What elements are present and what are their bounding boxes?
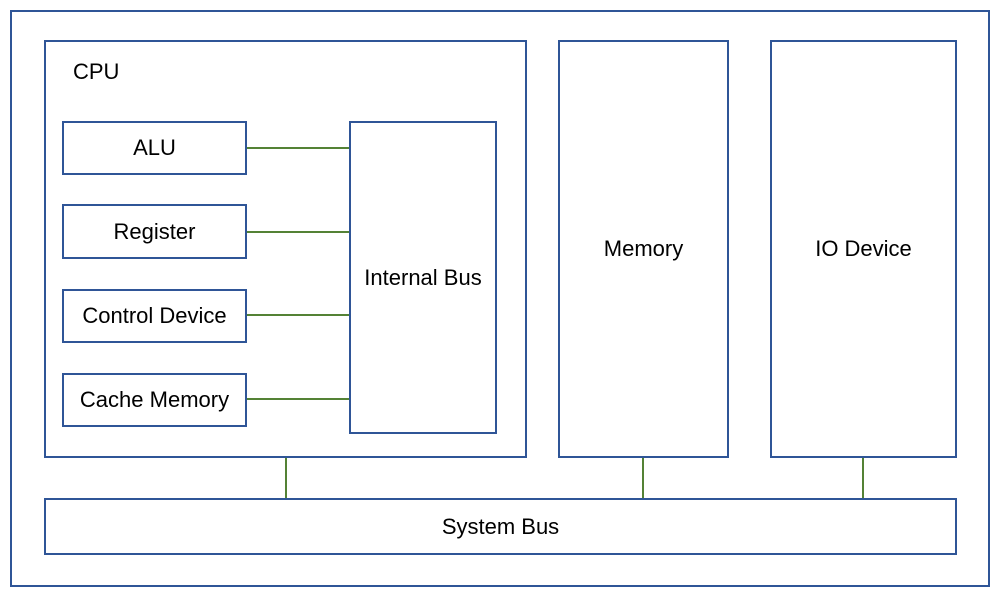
cache-memory-box: Cache Memory [62, 373, 247, 427]
alu-box: ALU [62, 121, 247, 175]
register-box: Register [62, 204, 247, 259]
control-device-box: Control Device [62, 289, 247, 343]
io-device-box: IO Device [770, 40, 957, 458]
system-bus-box: System Bus [44, 498, 957, 555]
memory-box: Memory [558, 40, 729, 458]
internal-bus-box: Internal Bus [349, 121, 497, 434]
cpu-label: CPU [73, 59, 120, 84]
